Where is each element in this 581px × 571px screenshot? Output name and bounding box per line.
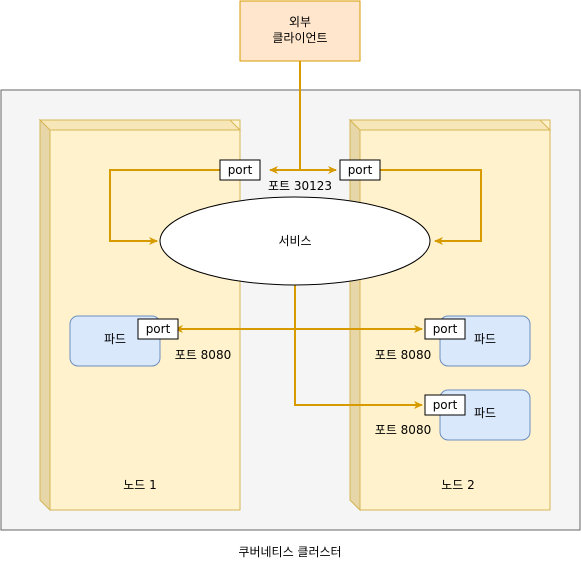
cluster-label: 쿠버네티스 클러스터 bbox=[238, 545, 341, 559]
client-label-line2: 클라이언트 bbox=[272, 31, 327, 45]
pod-3-port-label: port bbox=[433, 398, 458, 412]
pod-2-port-caption: 포트 8080 bbox=[375, 348, 431, 362]
node-1: 노드 1 bbox=[38, 118, 242, 512]
pod-2-port: port bbox=[424, 318, 466, 340]
connections bbox=[109, 61, 482, 409]
client-label-line1: 외부 bbox=[289, 15, 311, 29]
service-port-left-label: port bbox=[228, 163, 253, 177]
external-client: 외부 클라이언트 bbox=[239, 0, 361, 62]
arrow-port-right-to-service bbox=[375, 169, 482, 245]
arrow-service-to-pod-3 bbox=[294, 285, 423, 409]
service-port-left: port bbox=[219, 159, 261, 181]
arrow-port-left-to-service bbox=[109, 169, 220, 245]
pod-3-label: 파드 bbox=[474, 406, 496, 420]
pod-1-port-caption: 포트 8080 bbox=[175, 348, 231, 362]
service-port-right: port bbox=[339, 159, 381, 181]
service-port-right-label: port bbox=[348, 163, 373, 177]
pod-2-port-label: port bbox=[433, 322, 458, 336]
pod-1-label: 파드 bbox=[104, 332, 126, 346]
pod-1-port-label: port bbox=[146, 322, 171, 336]
service-label: 서비스 bbox=[278, 234, 311, 248]
pod-1-port: port bbox=[137, 318, 179, 340]
pod-3-port: port bbox=[424, 394, 466, 416]
service-port-caption: 포트 30123 bbox=[268, 179, 332, 193]
node-2-label: 노드 2 bbox=[441, 478, 475, 492]
pod-2-label: 파드 bbox=[474, 332, 496, 346]
node-1-label: 노드 1 bbox=[123, 478, 157, 492]
pod-3-port-caption: 포트 8080 bbox=[375, 423, 431, 437]
service: 서비스 bbox=[159, 196, 431, 286]
